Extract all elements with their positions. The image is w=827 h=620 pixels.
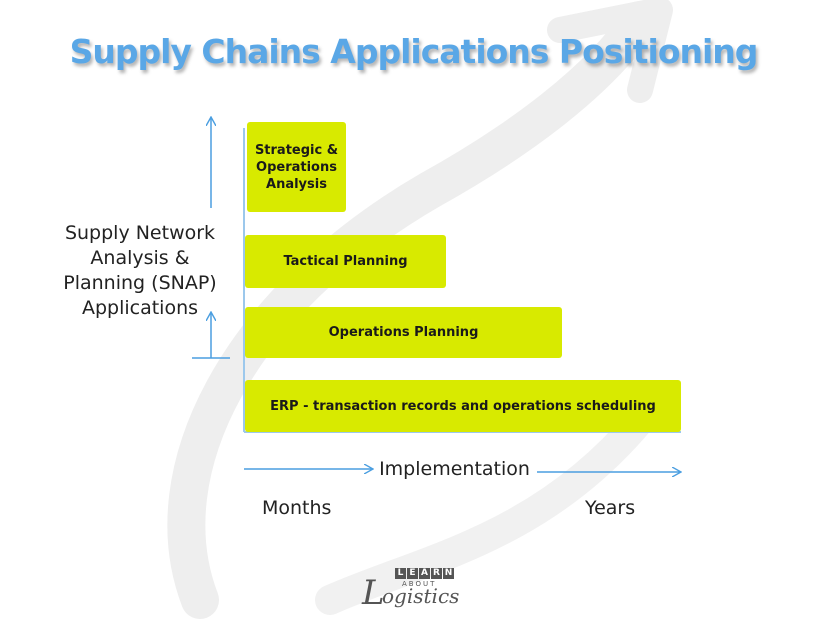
operations-planning-box: Operations Planning (245, 307, 562, 358)
months-label: Months (262, 497, 332, 519)
page-title: Supply Chains Applications Positioning (69, 32, 759, 71)
logo-letter-tiles: L E A R N (395, 568, 454, 579)
logo-tile: E (407, 568, 418, 579)
strategic-analysis-box: Strategic & Operations Analysis (247, 122, 346, 212)
implementation-label: Implementation (379, 458, 530, 480)
erp-box: ERP - transaction records and operations… (245, 380, 681, 432)
snap-label: Supply Network Analysis & Planning (SNAP… (63, 222, 217, 319)
logo-tile: L (395, 568, 406, 579)
logo-script-text: ogistics (382, 584, 460, 608)
learn-about-logistics-logo: L E A R N ABOUT L ogistics (362, 565, 472, 615)
logo-initial: L (362, 573, 385, 613)
logo-tile: A (419, 568, 430, 579)
logo-tile: N (443, 568, 454, 579)
logo-tile: R (431, 568, 442, 579)
tactical-planning-box: Tactical Planning (245, 235, 446, 288)
logo-about-text: ABOUT (402, 580, 437, 588)
years-label: Years (585, 497, 636, 519)
